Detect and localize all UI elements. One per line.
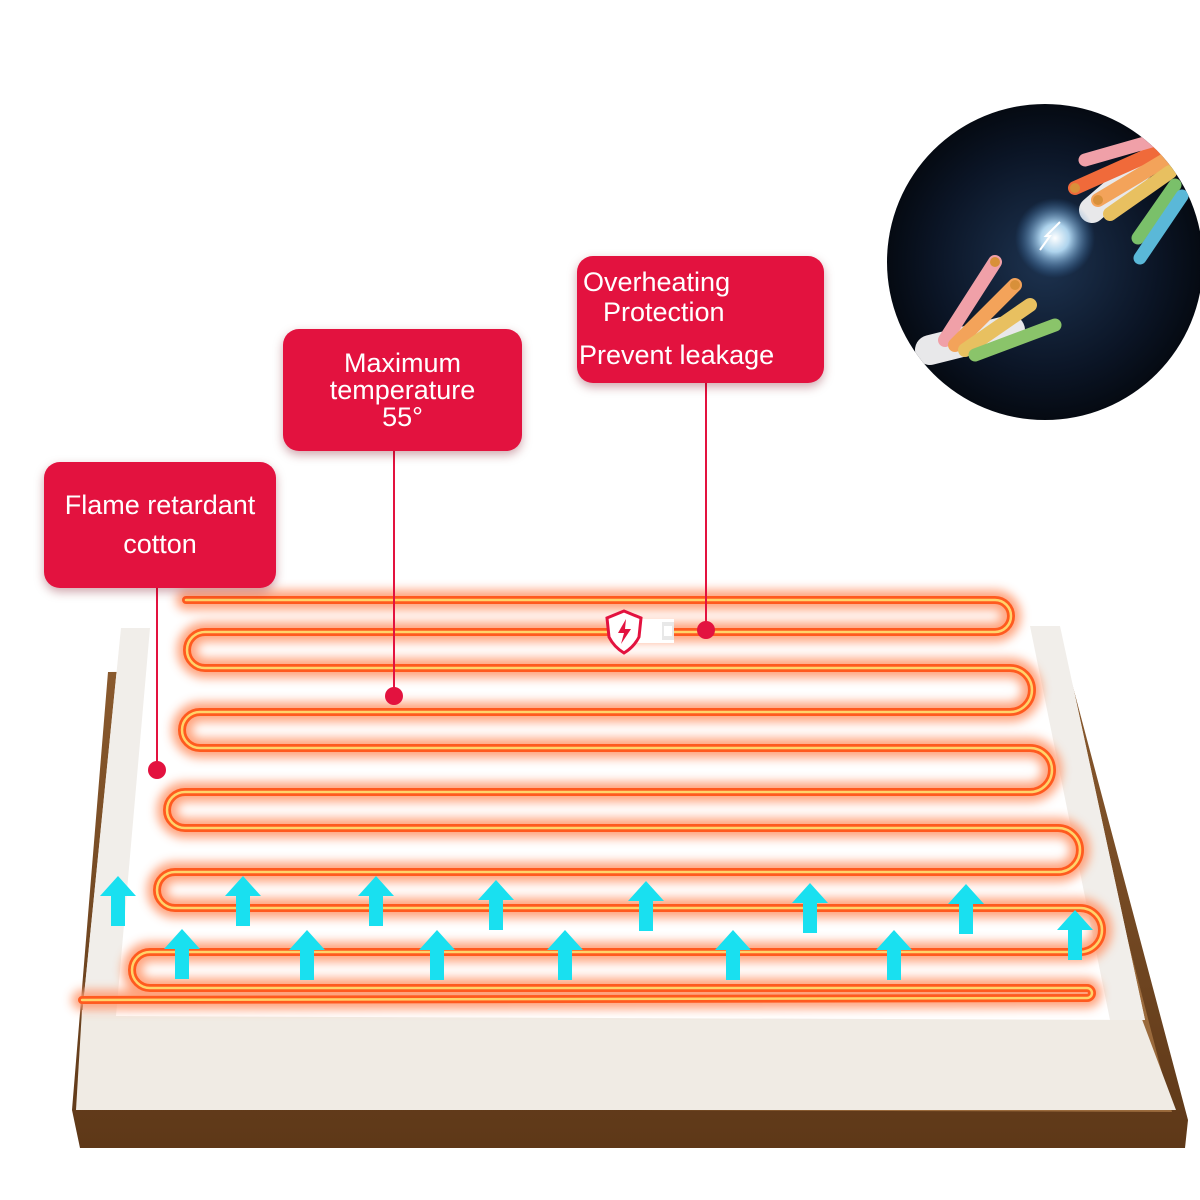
up-arrow-icon (164, 929, 200, 979)
label-overheating-protection: Overheating Protection Prevent leakage (577, 256, 824, 383)
up-arrow-icon (100, 876, 136, 926)
leader-flame (148, 588, 166, 779)
electric-wires-icon (887, 104, 1200, 420)
up-arrow-icon (792, 883, 828, 933)
up-arrow-icon (628, 881, 664, 931)
lightning-shield-icon (605, 609, 674, 655)
label-flame-retardant: Flame retardant cotton (44, 462, 276, 588)
leader-overheat (697, 383, 715, 639)
leader-max-temp (385, 451, 403, 705)
label-max-line1: Maximum (343, 347, 461, 378)
label-flame-line1: Flame retardant (64, 489, 256, 520)
up-arrow-icon (478, 880, 514, 930)
up-arrow-icon (547, 930, 583, 980)
up-arrow-icon (948, 884, 984, 934)
up-arrow-icon (419, 930, 455, 980)
label-over-line2: Protection (603, 296, 725, 327)
label-over-line3: Prevent leakage (579, 340, 775, 371)
up-arrow-icon (225, 876, 261, 926)
up-arrow-icon (289, 930, 325, 980)
up-arrow-icon (715, 930, 751, 980)
label-max-line3: 55° (382, 401, 423, 432)
up-arrow-icon (358, 876, 394, 926)
heating-wire (72, 590, 1112, 1010)
up-arrow-icon (876, 930, 912, 980)
label-max-temperature: Maximum temperature 55° (283, 329, 522, 451)
label-max-line2: temperature (329, 374, 476, 405)
pad-bottom-band (76, 1010, 1176, 1110)
pad-surface-left-shade (82, 628, 150, 1016)
label-flame-line2: cotton (123, 529, 197, 559)
label-over-line1: Overheating (583, 266, 731, 297)
up-arrow-icon (1057, 910, 1093, 960)
pad-surface-right-shade (1030, 626, 1145, 1020)
heat-arrows (100, 876, 1093, 980)
heating-wire-highlight (80, 598, 1104, 1002)
